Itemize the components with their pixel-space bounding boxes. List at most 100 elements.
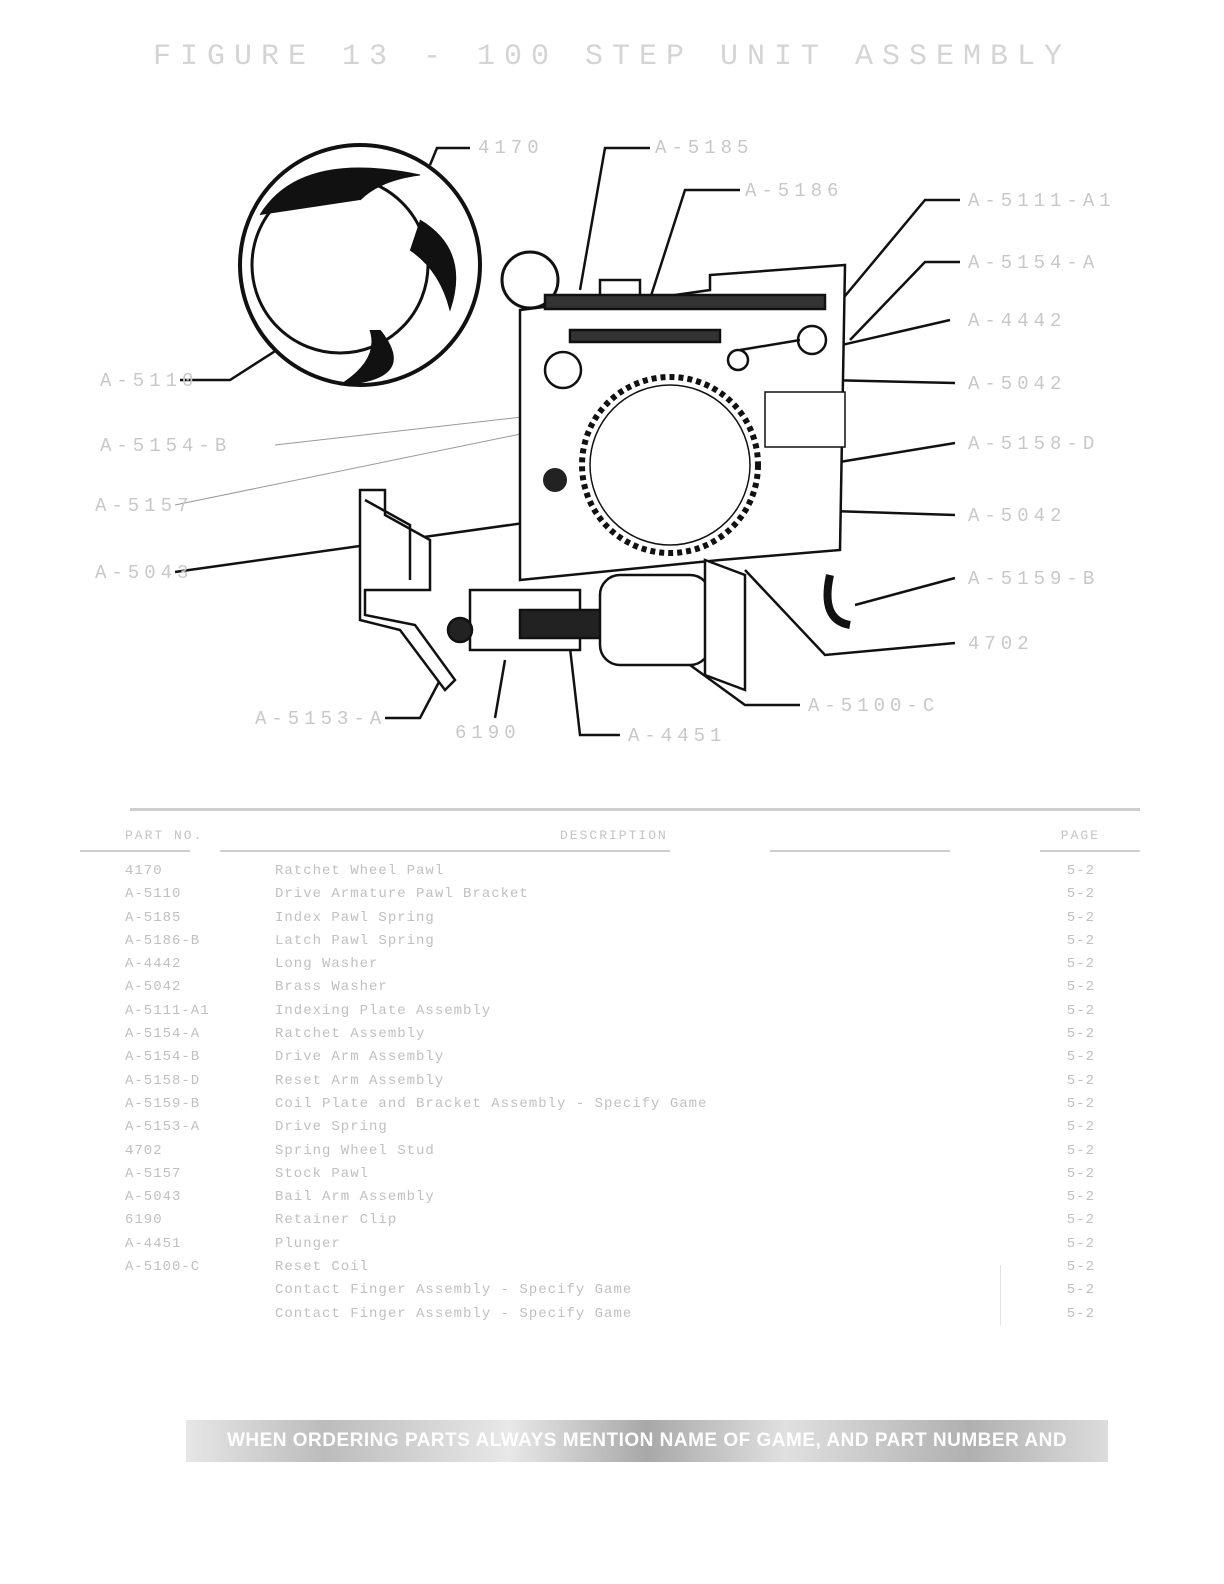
description-cell: Bail Arm Assembly bbox=[275, 1189, 435, 1206]
callout-label: A-5154-B bbox=[100, 435, 232, 457]
page-cell: 5-2 bbox=[1066, 979, 1095, 996]
callout-label: 4170 bbox=[478, 137, 544, 159]
leader-line bbox=[428, 146, 470, 166]
table-row: A-5159-B Coil Plate and Bracket Assembly … bbox=[80, 1096, 1140, 1119]
description-cell: Ratchet Assembly bbox=[275, 1026, 426, 1043]
callout-label: A-5110 bbox=[100, 370, 199, 392]
callout-label: A-5111-A1 bbox=[968, 190, 1116, 212]
page-cell: 5-2 bbox=[1066, 1235, 1095, 1252]
leader-line bbox=[744, 569, 956, 657]
part-number-cell: A-5154-B bbox=[125, 1049, 201, 1066]
page-cell: 5-2 bbox=[1066, 1282, 1095, 1299]
page-cell: 5-2 bbox=[1066, 886, 1095, 903]
part-number-cell: 4702 bbox=[125, 1142, 163, 1159]
description-cell: Coil Plate and Bracket Assembly - Specif… bbox=[275, 1095, 708, 1112]
leader-line bbox=[824, 198, 960, 321]
page-cell: 5-2 bbox=[1066, 1165, 1095, 1182]
callout-label: 4702 bbox=[968, 633, 1034, 655]
description-cell: Long Washer bbox=[275, 956, 379, 973]
table-row: A-5158-D Reset Arm Assembly 5-2 bbox=[80, 1073, 1140, 1096]
table-row: A-5153-A Drive Spring 5-2 bbox=[80, 1119, 1140, 1142]
page-cell: 5-2 bbox=[1066, 1002, 1095, 1019]
reset-coil bbox=[446, 558, 851, 692]
page-title: FIGURE 13 - 100 STEP UNIT ASSEMBLY bbox=[152, 40, 1072, 74]
part-number-cell: A-5159-B bbox=[125, 1095, 201, 1112]
table-rule bbox=[1040, 850, 1140, 852]
description-cell: Drive Armature Pawl Bracket bbox=[275, 886, 529, 903]
leader-line bbox=[578, 146, 650, 291]
callout-label: A-5154-A bbox=[968, 252, 1100, 274]
step-unit-diagram bbox=[174, 143, 960, 737]
header-page: PAGE bbox=[1060, 828, 1100, 843]
description-cell: Brass Washer bbox=[275, 979, 388, 996]
callout-label: A-5042 bbox=[968, 373, 1067, 395]
leader-line bbox=[568, 647, 620, 737]
leader-line bbox=[689, 663, 800, 707]
header-description: DESCRIPTION bbox=[560, 828, 668, 843]
callout-label: A-5157 bbox=[95, 495, 194, 517]
part-number-cell: A-5153-A bbox=[125, 1119, 201, 1136]
description-cell: Drive Spring bbox=[275, 1119, 388, 1136]
description-cell: Reset Arm Assembly bbox=[275, 1072, 445, 1089]
leader-line bbox=[854, 576, 956, 607]
callout-label: A-5042 bbox=[968, 505, 1067, 527]
callout-label: A-5185 bbox=[655, 137, 754, 159]
part-number-cell: A-4442 bbox=[125, 956, 182, 973]
part-number-cell: A-5157 bbox=[125, 1165, 182, 1182]
description-cell: Drive Arm Assembly bbox=[275, 1049, 445, 1066]
callout-label: A-4442 bbox=[968, 310, 1067, 332]
table-row: A-5185 Index Pawl Spring 5-2 bbox=[80, 910, 1140, 933]
header-part-number: PART NO. bbox=[125, 828, 204, 843]
page-cell: 5-2 bbox=[1066, 1305, 1095, 1322]
part-number-cell: A-5100-C bbox=[125, 1259, 201, 1276]
part-number-cell: 4170 bbox=[125, 863, 163, 879]
callout-label: A-5153-A bbox=[255, 708, 387, 730]
description-cell: Reset Coil bbox=[275, 1259, 370, 1276]
callout-label: A-5186 bbox=[745, 180, 844, 202]
callout-label: A-5043 bbox=[95, 562, 194, 584]
table-row: A-5157 Stock Pawl 5-2 bbox=[80, 1166, 1140, 1189]
description-cell: Index Pawl Spring bbox=[275, 909, 435, 926]
page-cell: 5-2 bbox=[1066, 1072, 1095, 1089]
part-number-cell: A-4451 bbox=[125, 1235, 182, 1252]
page-cell: 5-2 bbox=[1066, 909, 1095, 926]
part-number-cell: A-5186-B bbox=[125, 932, 201, 949]
part-number-cell: A-5043 bbox=[125, 1189, 182, 1206]
page-cell: 5-2 bbox=[1066, 1049, 1095, 1066]
part-number-cell: A-5185 bbox=[125, 909, 182, 926]
description-cell: Indexing Plate Assembly bbox=[275, 1002, 492, 1019]
page-cell: 5-2 bbox=[1066, 1095, 1095, 1112]
table-rule bbox=[80, 850, 190, 852]
callout-label: A-5158-D bbox=[968, 433, 1100, 455]
page-cell: 5-2 bbox=[1066, 1259, 1095, 1276]
leader-line bbox=[638, 188, 740, 331]
description-cell: Contact Finger Assembly - Specify Game bbox=[275, 1305, 633, 1322]
callout-label: A-5100-C bbox=[808, 695, 940, 717]
callout-label: A-4451 bbox=[628, 725, 727, 747]
page-cell: 5-2 bbox=[1066, 1119, 1095, 1136]
page-cell: 5-2 bbox=[1066, 863, 1095, 879]
ordering-note-banner: WHEN ORDERING PARTS ALWAYS MENTION NAME … bbox=[186, 1420, 1108, 1493]
callout-label: 6190 bbox=[455, 722, 521, 744]
page-cell: 5-2 bbox=[1066, 956, 1095, 973]
description-cell: Contact Finger Assembly - Specify Game bbox=[275, 1282, 633, 1299]
page-cell: 5-2 bbox=[1066, 1212, 1095, 1229]
table-row: Contact Finger Assembly - Specify Game 5-… bbox=[80, 1282, 1140, 1305]
description-cell: Latch Pawl Spring bbox=[275, 932, 435, 949]
description-cell: Stock Pawl bbox=[275, 1165, 370, 1182]
leader-line bbox=[493, 659, 507, 719]
description-cell: Spring Wheel Stud bbox=[275, 1142, 435, 1159]
part-number-cell: 6190 bbox=[125, 1212, 163, 1229]
table-row: A-4451 Plunger 5-2 bbox=[80, 1236, 1140, 1259]
page-cell: 5-2 bbox=[1066, 1026, 1095, 1043]
part-number-cell: A-5158-D bbox=[125, 1072, 201, 1089]
description-cell: Plunger bbox=[275, 1235, 341, 1252]
